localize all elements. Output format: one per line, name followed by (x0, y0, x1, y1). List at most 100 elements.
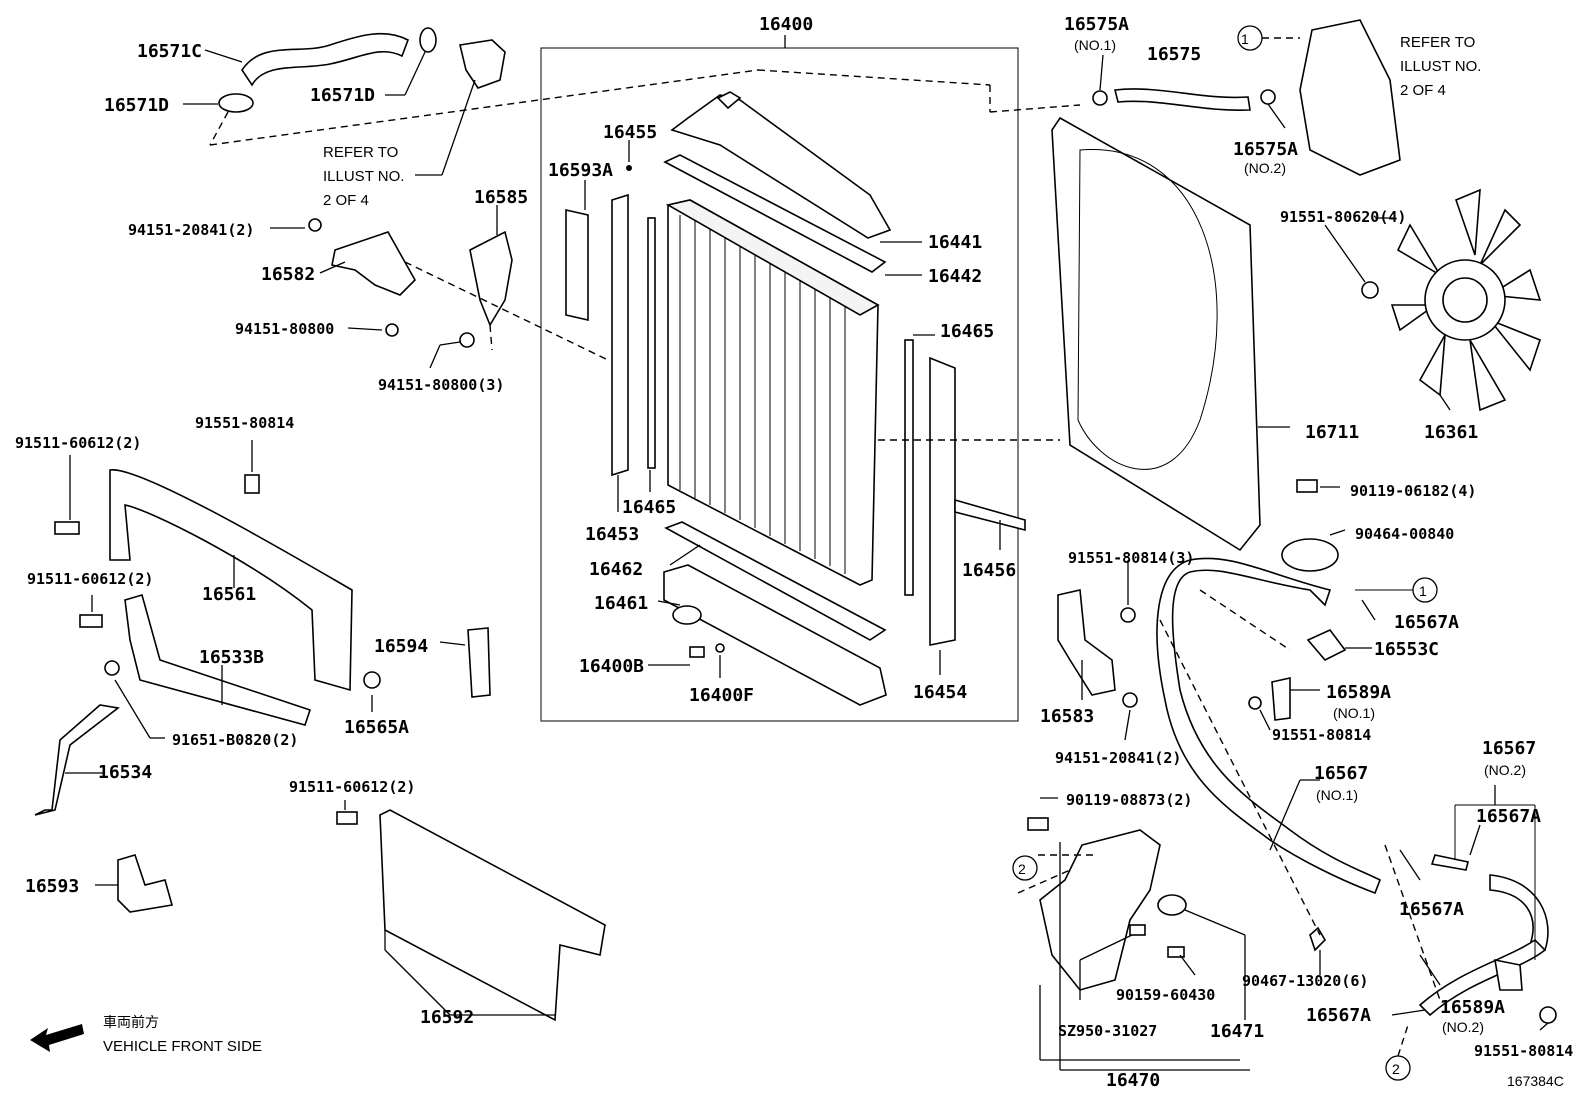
nut-94151-20841-top (308, 218, 322, 232)
label-16582: 16582 (261, 264, 315, 285)
hose-16575 (1114, 88, 1251, 111)
clip-16455 (626, 165, 632, 171)
label-16585: 16585 (474, 187, 528, 208)
label-refer-2-line1: REFER TO (1400, 34, 1475, 51)
label-91511-60612-b: 91511-60612(2) (27, 570, 153, 588)
label-16583: 16583 (1040, 706, 1094, 727)
label-16455: 16455 (603, 122, 657, 143)
side-support-left (611, 193, 629, 477)
radiator-lower-tank (663, 564, 887, 706)
nut-94151-80800-3 (459, 332, 475, 348)
label-16592: 16592 (420, 1007, 474, 1028)
fan-shroud (1051, 116, 1261, 552)
label-no2-hose: (NO.2) (1484, 762, 1526, 778)
label-16567A-d: 16567A (1306, 1005, 1371, 1026)
label-16565A: 16565A (344, 717, 409, 738)
label-circle-1-right: 1 (1419, 583, 1427, 599)
water-pump-reference (1299, 19, 1401, 176)
bolt-90119-06182 (1296, 479, 1318, 493)
label-refer-2-line3: 2 OF 4 (1400, 82, 1446, 99)
bracket-16456 (954, 498, 1026, 532)
seal-16465-right (904, 339, 914, 596)
label-94151-20841-bot: 94151-20841(2) (1055, 749, 1181, 767)
radiator-group-box (540, 47, 1019, 722)
bracket-16582 (331, 231, 416, 296)
label-16442: 16442 (928, 266, 982, 287)
label-16461: 16461 (594, 593, 648, 614)
drain-cock-plug (689, 646, 705, 658)
label-16575: 16575 (1147, 44, 1201, 65)
radiator-upper-tank (670, 91, 892, 239)
label-refer-1-line1: REFER TO (323, 144, 398, 161)
label-91551-80814-3: 91551-80814(3) (1068, 549, 1194, 567)
bracket-16593 (117, 854, 174, 913)
label-illustration-code: 167384C (1507, 1073, 1564, 1089)
radiator-gasket-upper (663, 154, 887, 273)
radiator-gasket-lower (664, 521, 887, 641)
label-91651-B0820: 91651-B0820(2) (172, 731, 298, 749)
label-16561: 16561 (202, 584, 256, 605)
bracket-16589A-no1 (1271, 677, 1291, 721)
drain-outlet (672, 605, 702, 625)
bolt-91651-B0820 (104, 660, 120, 676)
label-16470: 16470 (1106, 1070, 1160, 1091)
label-94151-80800-3: 94151-80800(3) (378, 376, 504, 394)
label-16533B: 16533B (199, 647, 264, 668)
label-16534: 16534 (98, 762, 152, 783)
label-16589A-no1: 16589A (1326, 682, 1391, 703)
label-16567A-c: 16567A (1399, 899, 1464, 920)
support-16561 (109, 469, 353, 692)
band-90464-00840 (1281, 538, 1339, 572)
label-16589A-no2: 16589A (1440, 997, 1505, 1018)
bolt-90119-08873 (1027, 817, 1049, 831)
label-16594: 16594 (374, 636, 428, 657)
label-16465-right: 16465 (940, 321, 994, 342)
label-91551-80814-bot: 91551-80814 (1474, 1042, 1573, 1060)
label-circle-1-top: 1 (1241, 31, 1249, 47)
label-refer-1-line3: 2 OF 4 (323, 192, 369, 209)
label-94151-80800: 94151-80800 (235, 320, 334, 338)
drain-cock-ring (715, 643, 725, 653)
label-16400B: 16400B (579, 656, 644, 677)
label-91551-80620: 91551-80620(4) (1280, 208, 1406, 226)
bolt-91511-60612-b (79, 614, 103, 628)
bolt-91551-80814-bot (1539, 1006, 1557, 1024)
label-circle-2-left: 2 (1018, 861, 1026, 877)
label-90119-06182: 90119-06182(4) (1350, 482, 1476, 500)
reservoir-cap-16471 (1157, 894, 1187, 916)
label-16567-no2: 16567 (1482, 738, 1536, 759)
label-91551-80814-mid: 91551-80814 (1272, 726, 1371, 744)
label-16465-left: 16465 (622, 497, 676, 518)
clamp-16553C (1306, 629, 1347, 661)
clip-16565A (363, 671, 381, 689)
label-94151-20841-top: 94151-20841(2) (128, 221, 254, 239)
label-SZ950-31027: SZ950-31027 (1058, 1022, 1157, 1040)
clip-16575A-1 (1092, 90, 1108, 106)
bolt-91511-60612-a (54, 521, 80, 535)
label-16400: 16400 (759, 14, 813, 35)
seal-16594 (467, 627, 491, 698)
nut-SZ950 (1129, 924, 1146, 936)
label-16711: 16711 (1305, 422, 1359, 443)
nut-94151-80800 (385, 323, 399, 337)
label-16453: 16453 (585, 524, 639, 545)
lower-seal-16592 (379, 809, 606, 1022)
bracket-16533B (124, 594, 312, 726)
clip-16575A-2 (1260, 89, 1276, 105)
label-16462: 16462 (589, 559, 643, 580)
label-90159-60430: 90159-60430 (1116, 986, 1215, 1004)
label-no1-top: (NO.1) (1074, 37, 1116, 53)
label-16567-no1: 16567 (1314, 763, 1368, 784)
label-refer-2-line2: ILLUST NO. (1400, 58, 1481, 75)
reservoir-tank (1039, 829, 1161, 991)
label-16400F: 16400F (689, 685, 754, 706)
bolt-91511-60612-c (336, 811, 358, 825)
clip-90467-13020 (1309, 926, 1327, 952)
label-16571D-lower: 16571D (104, 95, 169, 116)
bracket-16583 (1057, 589, 1116, 696)
label-front-jp: 車両前方 (103, 1014, 159, 1030)
bracket-16534 (34, 704, 120, 816)
label-no1-hose: (NO.1) (1316, 787, 1358, 803)
